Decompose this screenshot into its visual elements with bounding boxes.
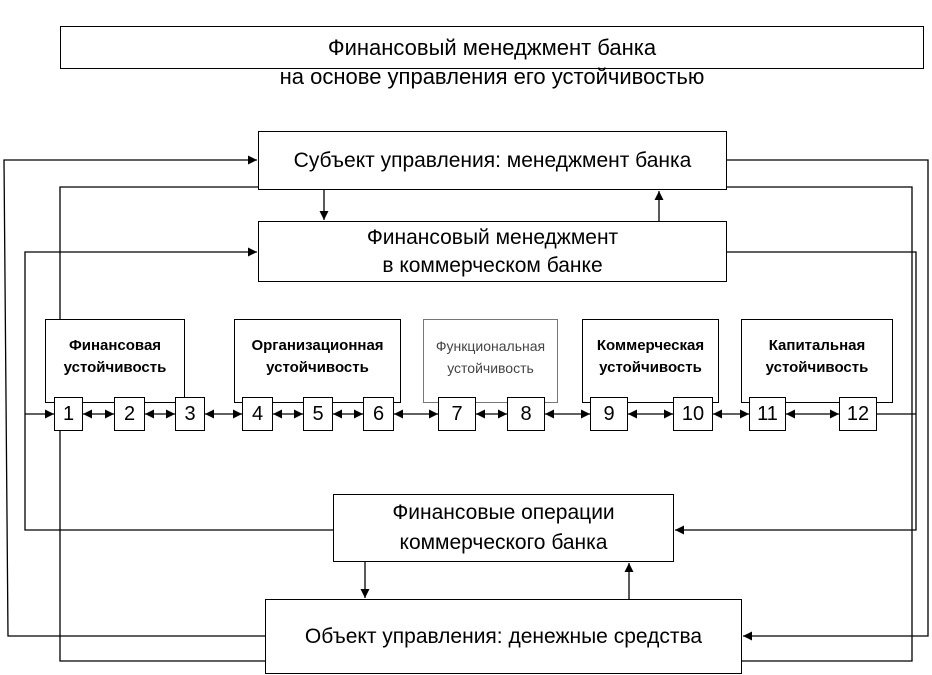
- number-label: 5: [312, 402, 324, 425]
- subject-label: Субъект управления: менеджмент банка: [293, 148, 692, 172]
- number-box-4: 4: [242, 397, 273, 431]
- number-label: 1: [62, 402, 75, 425]
- number-label: 11: [757, 402, 778, 425]
- arrow-subject-to-object-loop: [727, 159, 929, 641]
- stability-line-1: Финансовая: [68, 337, 162, 354]
- stability-line-2: устойчивость: [266, 359, 369, 376]
- number-label: 9: [603, 402, 615, 425]
- stability-block-commercial: Коммерческая устойчивость: [582, 319, 719, 403]
- number-label: 2: [123, 402, 136, 425]
- number-label: 12: [846, 402, 870, 425]
- diagram-title: Финансовый менеджмент банка: [327, 34, 657, 60]
- number-box-1: 1: [54, 397, 83, 431]
- number-label: 4: [251, 402, 264, 425]
- arrow-finman-to-ops: [675, 251, 917, 535]
- inner-frame-top-left: [59, 186, 265, 662]
- diagram-subtitle: на основе управления его устойчивостью: [279, 64, 705, 89]
- number-box-8: 8: [507, 397, 545, 431]
- stability-line-1: Коммерческая: [596, 337, 705, 354]
- subject-box: Субъект управления: менеджмент банка: [258, 131, 727, 190]
- stability-line-1: Капитальная: [768, 337, 866, 354]
- stability-line-2: устойчивость: [63, 359, 167, 376]
- number-label: 6: [372, 402, 385, 425]
- stability-line-2: устойчивость: [447, 360, 534, 376]
- number-box-2: 2: [114, 397, 145, 431]
- number-label: 10: [681, 402, 705, 425]
- number-label: 7: [451, 402, 463, 425]
- stability-line-1: Организационная: [251, 337, 384, 354]
- arrow-object-to-subject-loop: [3, 155, 265, 637]
- financial-management-line-2: в коммерческом банке: [382, 253, 603, 277]
- financial-operations-line-2: коммерческого банка: [399, 531, 608, 554]
- number-box-7: 7: [438, 397, 476, 431]
- diagram-title-box: Финансовый менеджмент банка: [60, 26, 924, 69]
- number-box-11: 11: [749, 397, 786, 431]
- object-box: Объект управления: денежные средства: [265, 599, 742, 674]
- number-box-12: 12: [839, 397, 877, 431]
- stability-line-1: Функциональная: [435, 338, 546, 354]
- stability-block-financial: Финансовая устойчивость: [45, 319, 185, 403]
- financial-operations-box: Финансовые операции коммерческого банка: [333, 494, 674, 562]
- number-label: 3: [184, 402, 196, 425]
- number-label: 8: [520, 402, 532, 425]
- stability-line-2: устойчивость: [599, 359, 702, 376]
- object-label: Объект управления: денежные средства: [304, 624, 703, 648]
- stability-line-2: устойчивость: [765, 359, 869, 376]
- arrow-ops-to-finman: [24, 247, 333, 531]
- number-box-9: 9: [590, 397, 628, 431]
- number-box-3: 3: [175, 397, 205, 431]
- number-box-6: 6: [363, 397, 394, 431]
- stability-block-functional: Функциональная устойчивость: [423, 319, 558, 403]
- number-box-5: 5: [303, 397, 333, 431]
- financial-management-line-1: Финансовый менеджмент: [366, 225, 619, 249]
- financial-operations-line-1: Финансовые операции: [392, 501, 615, 524]
- financial-management-box: Финансовый менеджмент в коммерческом бан…: [258, 221, 727, 282]
- inner-frame-top-right: [727, 186, 913, 662]
- stability-block-organizational: Организационная устойчивость: [234, 319, 401, 403]
- number-box-10: 10: [673, 397, 713, 431]
- stability-block-capital: Капитальная устойчивость: [741, 319, 893, 403]
